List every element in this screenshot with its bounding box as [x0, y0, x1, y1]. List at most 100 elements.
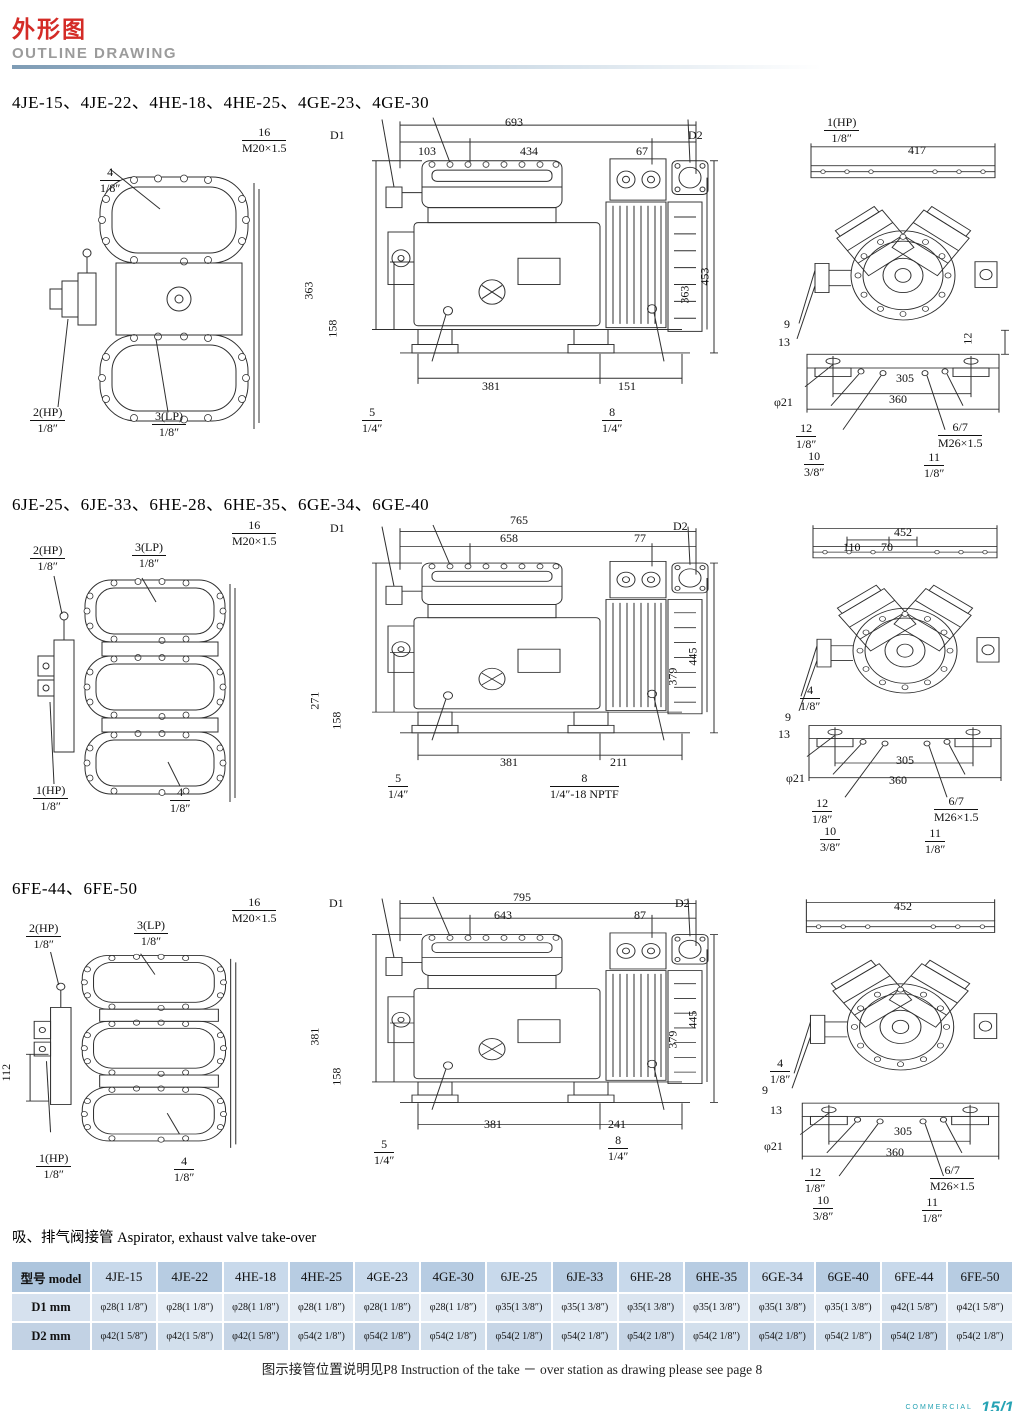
label-bolt-dia: φ21	[764, 1139, 783, 1153]
page-title-cn: 外形图	[12, 17, 87, 43]
dim-left-height: 112	[0, 1063, 14, 1082]
port-size: 1/8″	[805, 1181, 826, 1196]
dim-seg-b: 434	[520, 144, 538, 158]
port-number: 4	[800, 683, 821, 700]
port-number: 8	[602, 405, 623, 422]
port-number: 4	[174, 1154, 195, 1171]
dim-base-f: 151	[618, 379, 636, 393]
d2-value: φ42(1 5/8″)	[157, 1323, 222, 1350]
dim-height-right-2: 363	[677, 285, 692, 304]
port-number: 12	[812, 796, 833, 813]
d1-value: φ28(1 1/8″)	[92, 1294, 156, 1321]
side-view-drawing	[798, 525, 1002, 798]
port-number: 5	[374, 1137, 395, 1154]
label-13: 13	[770, 1103, 782, 1117]
port-number: 10	[804, 449, 825, 466]
dim-base-e: 381	[500, 755, 518, 769]
port-number: 3(LP)	[152, 409, 186, 426]
left-view-drawing	[37, 575, 236, 802]
d2-value: φ42(1 5/8″)	[223, 1323, 288, 1350]
dim-height-right-2: 445	[685, 1010, 700, 1029]
port-number: 6/7	[930, 1163, 975, 1180]
d1-value: φ42(1 5/8″)	[882, 1294, 946, 1321]
table-caption: 吸、排气阀接管 Aspirator, exhaust valve take-ov…	[12, 1230, 317, 1246]
dim-seg-c: 67	[636, 144, 648, 158]
front-view-drawing	[372, 896, 718, 1130]
table-row-d1: D1 mm φ28(1 1/8″) φ28(1 1/8″) φ28(1 1/8″…	[12, 1294, 1012, 1321]
label-9: 9	[785, 710, 791, 724]
port-size: 3/8″	[820, 840, 841, 855]
d2-value: φ54(2 1/8″)	[355, 1323, 420, 1350]
dim-seg-a: 103	[418, 144, 436, 158]
bolt-thread: M20×1.5	[232, 911, 277, 926]
port-number: 4	[100, 165, 121, 182]
port-number: 10	[820, 824, 841, 841]
port-size: 1/8″	[43, 1167, 64, 1182]
model-header: 4HE-18	[223, 1262, 288, 1292]
port-size: 1/8″	[770, 1072, 791, 1087]
port-number: 12	[805, 1165, 826, 1182]
dim-base-f: 211	[610, 755, 628, 769]
dim-side-b: 70	[881, 540, 893, 554]
table-header-model: 型号 model	[12, 1262, 90, 1292]
footer-note: 图示接管位置说明见P8 Instruction of the take － ov…	[261, 1362, 763, 1377]
dim-overall-length: 795	[513, 890, 531, 904]
dim-seg-a: 658	[500, 531, 518, 545]
label-9: 9	[784, 317, 790, 331]
dim-side-12: 12	[960, 332, 975, 345]
d1-value: φ35(1 3/8″)	[684, 1294, 749, 1321]
model-header: 6JE-25	[487, 1262, 551, 1292]
table-header-row: 型号 model 4JE-15 4JE-22 4HE-18 4HE-25 4GE…	[12, 1262, 1012, 1292]
section-title-6fe-series: 6FE-44、6FE-50	[12, 879, 138, 898]
d2-value: φ54(2 1/8″)	[816, 1323, 881, 1350]
port-size: 1/8″	[40, 799, 61, 814]
label-d2: D2	[673, 519, 688, 533]
model-header: 6FE-50	[947, 1262, 1012, 1292]
dim-height-right-1: 453	[697, 267, 712, 286]
port-number: 11	[924, 450, 945, 467]
model-header: 6JE-33	[552, 1262, 617, 1292]
dim-height-left-2: 158	[329, 711, 344, 730]
model-header: 4GE-30	[421, 1262, 486, 1292]
dim-foot-h: 360	[889, 773, 907, 787]
dim-height-left-2: 158	[329, 1067, 344, 1086]
port-size: 1/8″	[925, 842, 946, 857]
model-header: 4JE-15	[92, 1262, 156, 1292]
label-9: 9	[762, 1083, 768, 1097]
d1-value: φ28(1 1/8″)	[157, 1294, 222, 1321]
model-header: 4JE-22	[157, 1262, 222, 1292]
dim-height-right-2: 445	[685, 647, 700, 666]
dim-base-f: 241	[608, 1117, 626, 1131]
model-header: 6HE-28	[618, 1262, 683, 1292]
port-size: 1/8″	[33, 937, 54, 952]
dim-seg-c: 87	[634, 908, 646, 922]
port-number: 1(HP)	[36, 1151, 72, 1168]
left-view-drawing	[26, 951, 237, 1148]
port-size: 1/4″	[362, 421, 383, 436]
port-number: 5	[362, 405, 383, 422]
port-size: 1/4″-18 NPTF	[550, 787, 619, 802]
d1-value: φ42(1 5/8″)	[947, 1294, 1012, 1321]
d1-value: φ28(1 1/8″)	[223, 1294, 288, 1321]
port-size: 1/8″	[800, 699, 821, 714]
port-callout-2hp: 2(HP)1/8″	[26, 921, 62, 952]
port-size: 3/8″	[813, 1209, 834, 1224]
port-size: 1/8″	[922, 1211, 943, 1226]
port-size: M26×1.5	[938, 436, 983, 451]
